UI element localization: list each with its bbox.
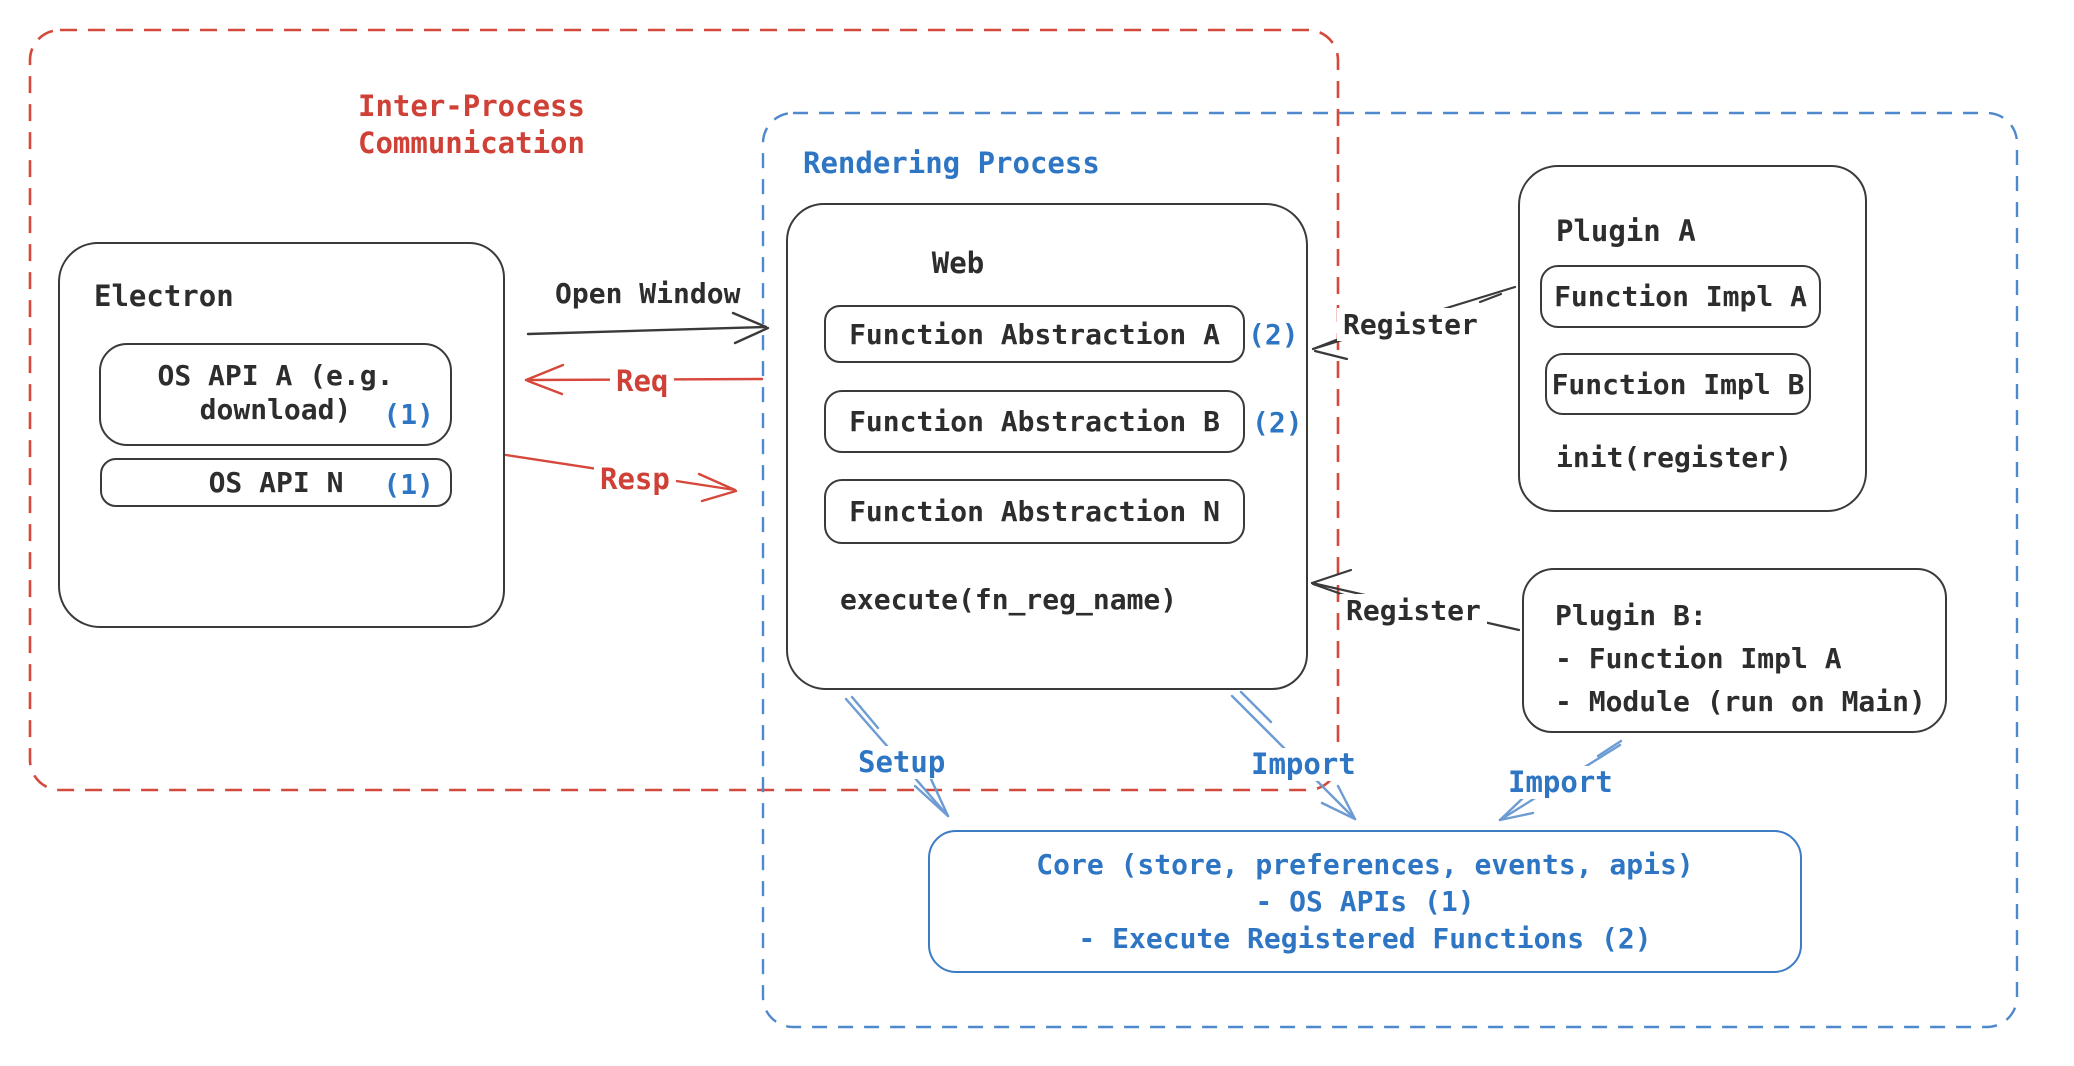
function-abstraction-b-label: Function Abstraction B bbox=[849, 405, 1220, 438]
function-impl-b-label: Function Impl B bbox=[1551, 368, 1805, 401]
import-web-arrow bbox=[1230, 690, 1357, 821]
core-line3: - Execute Registered Functions (2) bbox=[1078, 922, 1652, 955]
function-impl-a-label: Function Impl A bbox=[1554, 280, 1807, 313]
open-window-label: Open Window bbox=[549, 277, 747, 310]
function-impl-b-box: Function Impl B bbox=[1545, 353, 1811, 415]
os-api-a-line1: OS API A (e.g. bbox=[157, 359, 394, 392]
plugin-b-title: Plugin B: bbox=[1555, 599, 1707, 632]
os-api-n-badge: (1) bbox=[383, 468, 434, 501]
rendering-dashed-boundary bbox=[761, 111, 2019, 1029]
os-api-a-label: OS API A (e.g. download) bbox=[101, 359, 450, 427]
req-label: Req bbox=[610, 365, 675, 398]
os-api-n-box: OS API N (1) bbox=[100, 458, 452, 507]
rendering-process-title: Rendering Process bbox=[803, 146, 1100, 180]
electron-box: Electron OS API A (e.g. download) (1) OS… bbox=[58, 242, 505, 628]
electron-title: Electron bbox=[94, 279, 234, 313]
function-abstraction-n-box: Function Abstraction N bbox=[824, 479, 1245, 544]
core-line1: Core (store, preferences, events, apis) bbox=[1036, 848, 1694, 881]
plugin-b-content: Plugin B: - Function Impl A - Module (ru… bbox=[1555, 594, 1926, 723]
function-abstraction-b-box: Function Abstraction B bbox=[824, 390, 1245, 453]
setup-label: Setup bbox=[852, 746, 952, 779]
register-b-label: Register bbox=[1340, 594, 1487, 627]
function-abstraction-b-badge: (2) bbox=[1252, 406, 1303, 439]
import-web-label: Import bbox=[1245, 748, 1362, 781]
plugin-a-title: Plugin A bbox=[1556, 214, 1696, 248]
os-api-a-line2: download) bbox=[199, 393, 352, 426]
register-a-label: Register bbox=[1337, 308, 1484, 341]
os-api-n-label: OS API N bbox=[208, 466, 344, 499]
function-abstraction-a-box: Function Abstraction A bbox=[824, 305, 1245, 363]
web-title: Web bbox=[931, 246, 985, 280]
plugin-b-item2: - Module (run on Main) bbox=[1555, 685, 1926, 718]
ipc-dashed-boundary bbox=[28, 28, 1340, 792]
core-line2: - OS APIs (1) bbox=[1255, 885, 1475, 918]
plugin-b-box: Plugin B: - Function Impl A - Module (ru… bbox=[1522, 568, 1947, 733]
core-content: Core (store, preferences, events, apis) … bbox=[930, 846, 1800, 957]
execute-label: execute(fn_reg_name) bbox=[840, 583, 1178, 616]
plugin-a-init-label: init(register) bbox=[1556, 441, 1793, 474]
function-abstraction-a-label: Function Abstraction A bbox=[849, 318, 1220, 351]
ipc-title: Inter-Process Communication bbox=[358, 88, 585, 162]
import-plugin-label: Import bbox=[1502, 766, 1619, 799]
ipc-title-line1: Inter-Process bbox=[358, 89, 585, 123]
open-window-arrow bbox=[526, 311, 770, 345]
core-box: Core (store, preferences, events, apis) … bbox=[928, 830, 1802, 973]
resp-label: Resp bbox=[594, 463, 676, 496]
web-box: Web Function Abstraction A (2) Function … bbox=[786, 203, 1308, 690]
plugin-b-item1: - Function Impl A bbox=[1555, 642, 1842, 675]
plugin-a-box: Plugin A Function Impl A Function Impl B… bbox=[1518, 165, 1867, 512]
function-abstraction-n-label: Function Abstraction N bbox=[849, 495, 1220, 528]
function-abstraction-a-badge: (2) bbox=[1248, 318, 1299, 351]
ipc-title-line2: Communication bbox=[358, 126, 585, 160]
function-impl-a-box: Function Impl A bbox=[1540, 265, 1821, 328]
os-api-a-badge: (1) bbox=[383, 398, 434, 431]
os-api-a-box: OS API A (e.g. download) (1) bbox=[99, 343, 452, 446]
